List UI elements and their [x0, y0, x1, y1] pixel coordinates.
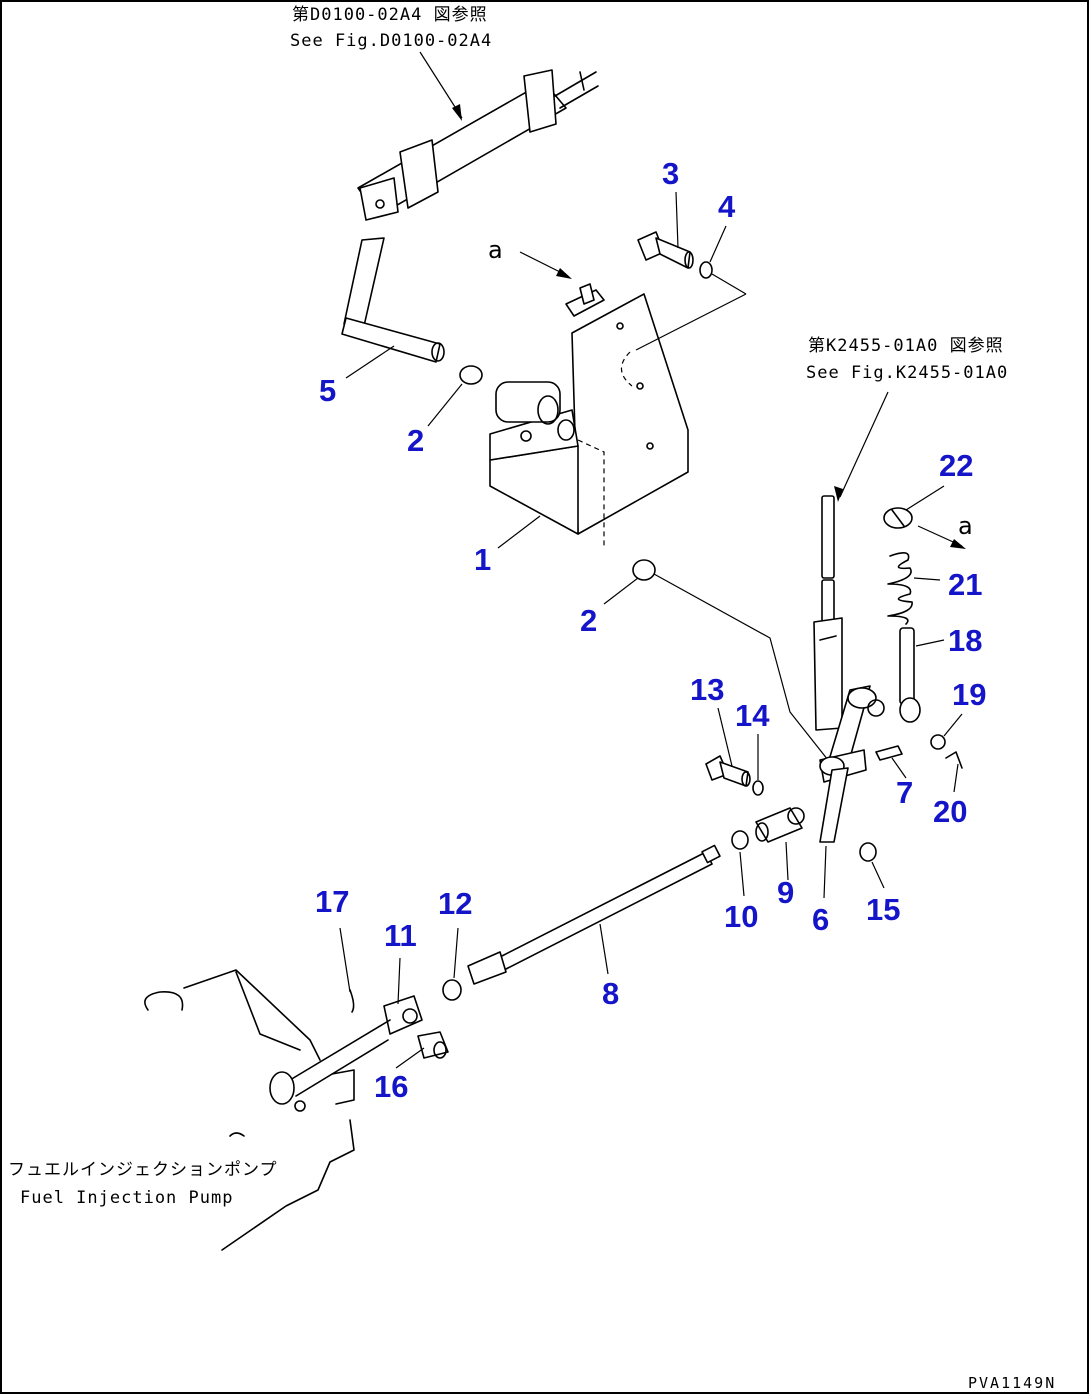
callout-2-upper: 2: [407, 423, 424, 458]
callout-21: 21: [948, 567, 982, 602]
callout-12: 12: [438, 886, 472, 921]
callout-16: 16: [374, 1069, 408, 1104]
pin-7: [875, 745, 903, 761]
clevis-11: [383, 995, 423, 1035]
washer-14: [752, 780, 764, 796]
callout-7: 7: [896, 775, 913, 810]
bolt-16: [417, 1031, 449, 1059]
rod-8: [467, 844, 721, 985]
nut-10: [731, 830, 749, 850]
callout-4: 4: [718, 189, 736, 224]
callout-15: 15: [866, 892, 900, 927]
cotter-pin-20: [945, 751, 963, 769]
washer-19: [930, 734, 946, 750]
callout-leaders: [339, 191, 963, 1069]
rod-18: [899, 627, 921, 723]
callout-8: 8: [602, 976, 619, 1011]
nut-15: [859, 842, 877, 862]
callout-5: 5: [319, 373, 336, 408]
nut-12: [442, 979, 462, 1001]
view-marker-a-lower: a: [958, 512, 973, 540]
view-marker-a-upper: a: [488, 236, 503, 264]
spring-seat-22: [883, 507, 913, 529]
leader-4: [711, 273, 747, 295]
callout-6: 6: [812, 902, 829, 937]
drawing-code: PVA1149N: [968, 1374, 1056, 1392]
ref-right-en: See Fig.K2455-01A0: [806, 363, 1008, 383]
callout-1: 1: [474, 542, 491, 577]
spring-21: [887, 552, 913, 625]
ref-top-arrow: [419, 51, 463, 121]
pedal-shaft-assembly: [357, 69, 599, 221]
ref-pump-jp: フュエルインジェクションポンプ: [8, 1160, 278, 1180]
lever-6: [819, 685, 885, 843]
view-arrow-upper: [519, 251, 572, 279]
bolt-3: [637, 231, 694, 269]
bracket-body: [489, 283, 689, 548]
ref-pump-en: Fuel Injection Pump: [20, 1188, 233, 1208]
upper-control-rod: [813, 495, 843, 731]
callout-2-lower: 2: [580, 603, 597, 638]
callout-9: 9: [777, 875, 794, 910]
pin-17: [349, 989, 355, 1013]
fuel-injection-pump: [144, 969, 391, 1251]
callout-19: 19: [952, 677, 986, 712]
view-arrow-lower: [917, 525, 966, 549]
callout-17: 17: [315, 884, 349, 919]
ref-right-arrow: [834, 391, 889, 502]
callout-11: 11: [384, 918, 417, 953]
rod-end-9: [755, 807, 805, 843]
callout-14: 14: [735, 698, 770, 733]
callout-10: 10: [724, 899, 758, 934]
callout-20: 20: [933, 794, 967, 829]
pedal-lever: [341, 237, 445, 363]
callout-3: 3: [662, 156, 679, 191]
ref-right-jp: 第K2455-01A0 図参照: [808, 336, 1004, 356]
callout-22: 22: [939, 448, 973, 483]
bolt-13: [705, 755, 751, 787]
ref-top-jp: 第D0100-02A4 図参照: [292, 5, 488, 25]
bushing-lower: [632, 559, 656, 581]
washer-4: [699, 261, 713, 279]
callout-18: 18: [948, 623, 982, 658]
ref-top-en: See Fig.D0100-02A4: [290, 31, 492, 51]
bushing-lower-leader: [653, 573, 829, 761]
bushing-upper: [459, 365, 483, 385]
callout-13: 13: [690, 672, 724, 707]
leader-4b: [635, 293, 747, 351]
